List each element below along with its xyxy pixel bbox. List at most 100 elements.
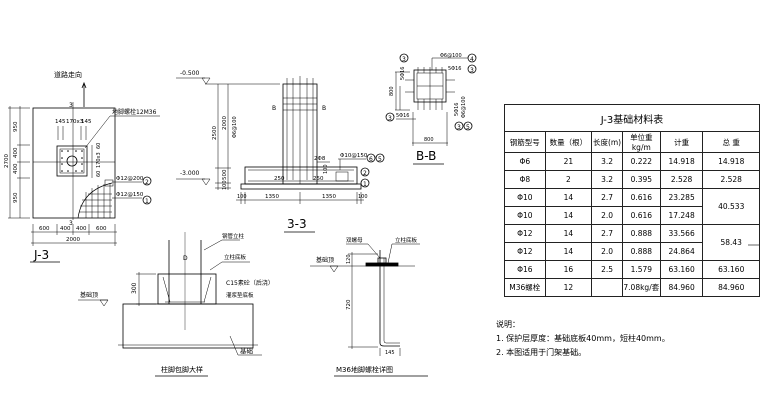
label-anchor-base-plate: 立柱底板 [395, 236, 418, 244]
cell-len: 3.2 [591, 152, 623, 171]
cell-weight: 17.248 [659, 206, 704, 225]
col-header: 数量（根） [544, 131, 593, 153]
dim-left-1: 400 [13, 147, 19, 158]
section-bb-title: B-B [416, 149, 436, 163]
label-concrete: C15素砼（后浇） [226, 279, 274, 287]
elevation-top: -0.500 [180, 70, 200, 77]
cell-weight: 24.864 [659, 242, 704, 261]
dim-bottom-total: 2000 [66, 237, 80, 243]
stirrup-label: Φ6@100 [232, 116, 238, 138]
anchor-bolt-detail: 基础顶 120 720 145 双螺母 立柱底板 M36地脚螺栓详图 [310, 236, 428, 377]
cell-type: Φ16 [504, 260, 546, 279]
section-mark-bottom: 3 [69, 220, 73, 227]
rebar-2-label: Φ12@200 [116, 176, 144, 182]
dim-120: 120 [346, 254, 352, 264]
cell-qty: 21 [544, 152, 593, 171]
cell-len: 2.0 [591, 206, 623, 225]
cell-len: 2.5 [591, 260, 623, 279]
cell-weight: 2.528 [659, 170, 704, 189]
dim-bottom-0: 100 [237, 194, 247, 200]
cell-qty: 14 [544, 206, 593, 225]
cell-unit: 7.08kg/套 [621, 278, 661, 297]
column-pipe [66, 155, 78, 167]
bb-marker-4: 4 [470, 56, 474, 63]
cell-qty: 12 [544, 278, 593, 297]
concrete-encasement [157, 273, 217, 305]
cell-total: 40.533 [702, 188, 760, 225]
col-header: 钢筋型号 [504, 131, 546, 153]
bb-bars-top: 5Φ16 [448, 66, 461, 72]
dim-bottom-1: 400 [60, 226, 71, 232]
dim-bottom-3: 600 [96, 226, 107, 232]
anchor-base-plate [365, 262, 399, 267]
cut-mark-left: B [272, 105, 276, 112]
bb-dim-w: 800 [424, 137, 434, 143]
marker-2: 2 [145, 179, 149, 186]
label-double-nut: 双螺母 [346, 236, 363, 244]
notes: 说明： 1. 保护层厚度：基础底板40mm，短柱40mm。 2. 本图适用于门架… [496, 318, 670, 360]
dim-bottom-0: 600 [39, 226, 50, 232]
section-b-b: Φ6@100 4 5Φ16 3 3 5Φ16 800 3 5Φ16 5Φ16 Φ… [385, 53, 477, 165]
cell-weight: 33.566 [659, 224, 704, 243]
cell-unit: 0.616 [621, 206, 661, 225]
column-foot-title: 柱脚包脚大样 [161, 365, 203, 374]
table-header-row: 钢筋型号 数量（根） 长度(m) 单位重kg/m 计重 总 重 [504, 131, 760, 153]
dim-left-0: 950 [13, 121, 19, 132]
cell-total: 63.160 [702, 260, 760, 279]
cell-total: 58.43 [702, 224, 760, 261]
cell-len [591, 278, 623, 297]
road-direction-label: 道路走向 [54, 70, 82, 79]
dim-left-2: 400 [13, 163, 19, 174]
dim-250-left: 250 [274, 176, 285, 182]
note-item: 1. 保护层厚度：基础底板40mm，短柱40mm。 [496, 334, 670, 343]
column-outline [56, 145, 88, 177]
table-title: J-3基础材料表 [504, 104, 760, 132]
label-base-plate: 立柱底板 [224, 253, 247, 261]
cell-unit: 0.222 [621, 152, 661, 171]
dim-footing: 500 [222, 169, 228, 180]
section-mark-top: 3 [69, 102, 73, 109]
dim-720: 720 [346, 299, 352, 310]
cell-total: 14.918 [702, 152, 760, 171]
marker-2: 2 [363, 170, 367, 177]
dim-right-2: 60 [96, 171, 102, 177]
cell-weight: 84.960 [659, 278, 704, 297]
section-33-title: 3-3 [287, 217, 307, 231]
cell-type: Φ8 [504, 170, 546, 189]
column-foot-detail: D 钢管立柱 立柱底板 C15素砼（后浇） 灌浆垫底板 300 基础顶 基础 柱… [78, 232, 274, 377]
dim-100: 100 [323, 164, 329, 174]
arrow-head-icon [81, 81, 87, 89]
cell-unit: 0.888 [621, 242, 661, 261]
label-grout: 灌浆垫底板 [226, 291, 254, 299]
section-3-3: -0.500 -3.000 2500 2000 Φ6@100 500 100 B… [176, 70, 385, 233]
dim-base: 100 [222, 180, 228, 190]
label-steel-column: 钢管立柱 [222, 232, 245, 240]
dim-300: 300 [131, 282, 138, 294]
dim-bottom-2: 1350 [322, 194, 336, 200]
cell-qty: 16 [544, 260, 593, 279]
cell-len: 2.7 [591, 188, 623, 207]
dim-total: 2500 [212, 126, 218, 140]
cell-type: Φ10 [504, 188, 546, 207]
bb-marker-3c: 3 [388, 115, 392, 122]
cell-unit: 1.579 [621, 260, 661, 279]
cell-unit: 0.888 [621, 224, 661, 243]
cell-unit: 0.395 [621, 170, 661, 189]
cell-len: 2.7 [591, 224, 623, 243]
bb-marker-3a: 3 [470, 67, 474, 74]
plan-j3: 道路走向 3 3 地脚螺栓12M36 145 170x3 145 60 170x… [4, 70, 160, 263]
anchor-bolt [379, 250, 400, 347]
marker-6: 6 [369, 156, 373, 163]
notes-heading: 说明： [496, 320, 520, 329]
bar-phi10-label: Φ10@150 [340, 153, 368, 159]
rebar-quarter-arc [77, 182, 113, 219]
cell-type: M36螺栓 [504, 278, 546, 297]
dim-column: 2000 [222, 116, 228, 130]
dim-left-3: 950 [13, 192, 19, 203]
